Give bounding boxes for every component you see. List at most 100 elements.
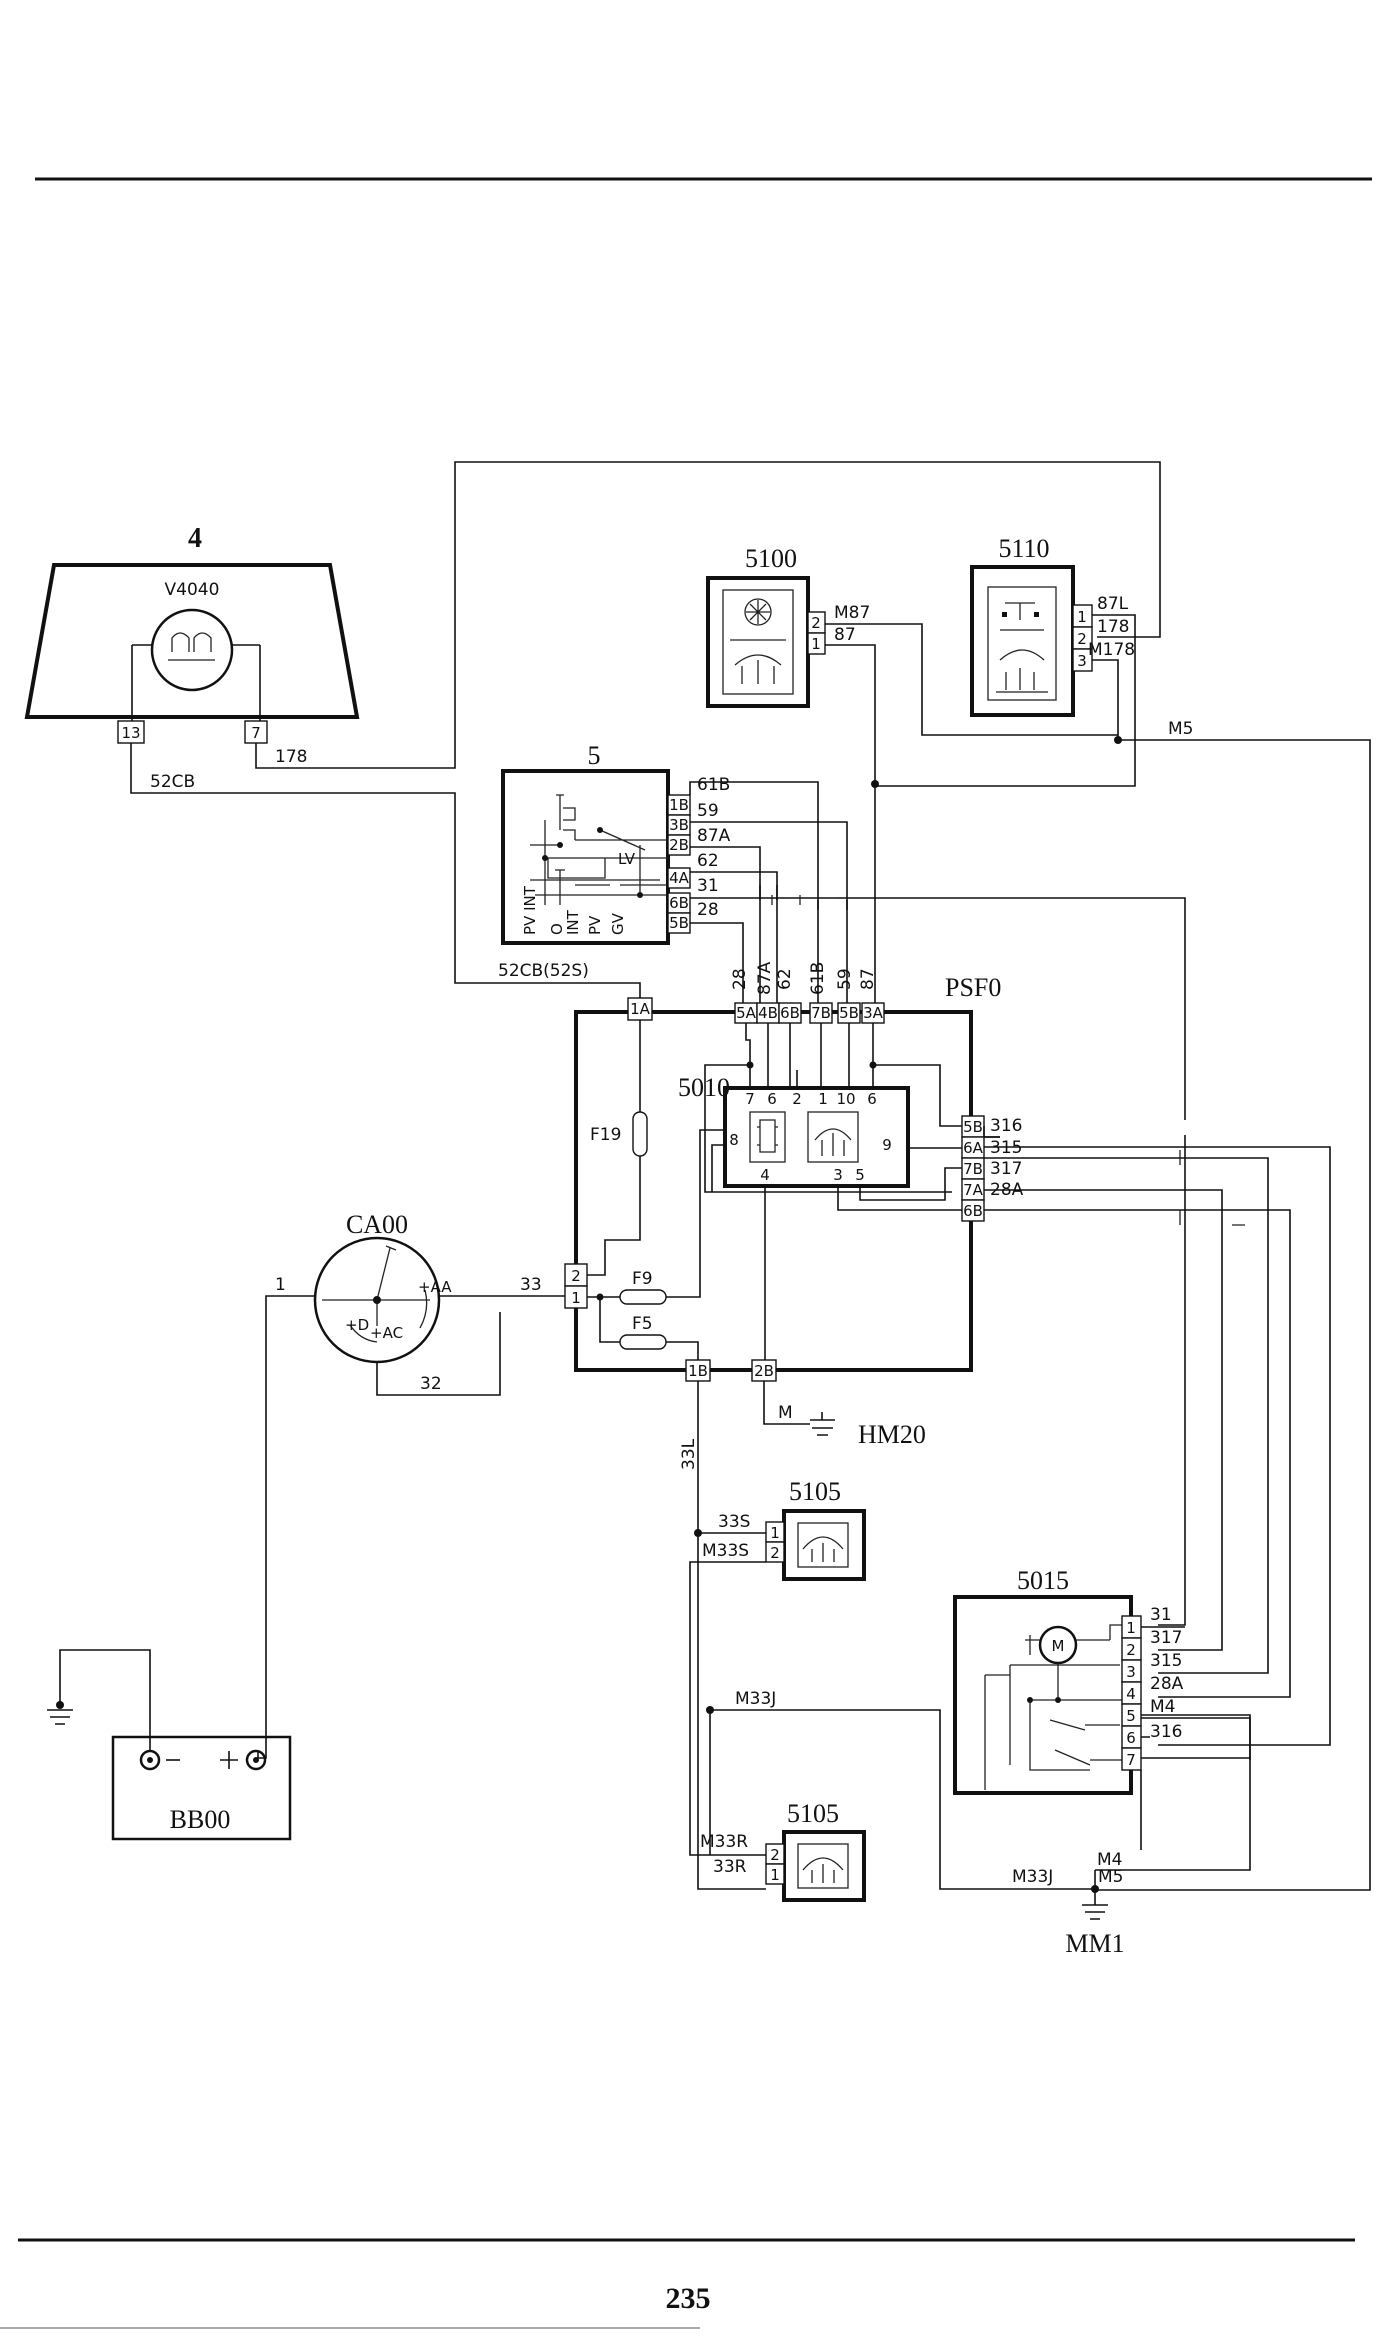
wire-1: 1 xyxy=(275,1275,286,1295)
5105a-pin-2: 2 xyxy=(770,1544,780,1562)
v4040-label: V4040 xyxy=(165,580,220,600)
component-5105-front: 5105 1 2 xyxy=(765,1477,866,1581)
vwire-59: 59 xyxy=(835,968,855,990)
5010-pin-1: 1 xyxy=(818,1090,828,1108)
component-5100: 5100 2 1 xyxy=(706,544,826,708)
5010-pin-6b: 6 xyxy=(867,1090,877,1108)
5110-pin-1: 1 xyxy=(1077,608,1087,626)
ground-battery-icon xyxy=(47,1701,73,1725)
vwire-61b: 61B xyxy=(808,962,828,995)
component-5-lv-label: LV xyxy=(618,850,636,868)
5015-wire-31: 31 xyxy=(1150,1605,1172,1625)
psf0-pin-2b: 2B xyxy=(754,1362,774,1380)
5010-pin-2: 2 xyxy=(792,1090,802,1108)
ca00-pin-aa: +AA xyxy=(418,1278,452,1296)
wire-m-hm20: M xyxy=(778,1403,793,1423)
psf0-pin-5a: 5A xyxy=(736,1004,757,1022)
wire-33: 33 xyxy=(520,1275,542,1295)
5015-pin-2: 2 xyxy=(1126,1641,1136,1659)
psf0-pin-5b-right: 5B xyxy=(963,1118,983,1136)
5105a-pin-1: 1 xyxy=(770,1524,780,1542)
wire-m87: M87 xyxy=(834,603,870,623)
component-5100-label: 5100 xyxy=(745,544,797,573)
page-number: 235 xyxy=(666,2282,711,2315)
ca00-pin-ac: +AC xyxy=(370,1324,403,1342)
5015-pin-5: 5 xyxy=(1126,1707,1136,1725)
component-bb00-battery: BB00 xyxy=(111,1735,292,1841)
vwire-87a: 87A xyxy=(755,961,775,995)
component-5105-rear: 5105 2 1 xyxy=(765,1799,866,1902)
component-4-label: 4 xyxy=(188,523,202,554)
wire-52cb: 52CB xyxy=(150,772,195,792)
wire-178-5110: 178 xyxy=(1097,617,1129,637)
ca00-pin-d: +D xyxy=(345,1316,369,1334)
wire-m5-bottom: M5 xyxy=(1098,1867,1123,1887)
psf0-pin-4b: 4B xyxy=(758,1004,778,1022)
fuse-f19: F19 xyxy=(590,1125,621,1145)
psf0-pin-7b: 7B xyxy=(811,1004,831,1022)
5010-pin-7: 7 xyxy=(745,1090,755,1108)
ca00-label: CA00 xyxy=(346,1210,408,1239)
psf0-pin-2: 2 xyxy=(571,1267,581,1285)
5015-pin-1: 1 xyxy=(1126,1619,1136,1637)
psf0-pin-7b-right: 7B xyxy=(963,1160,983,1178)
5015-pin-6: 6 xyxy=(1126,1729,1136,1747)
wire-178-top: 178 xyxy=(275,747,307,767)
component-5010-label: 5010 xyxy=(678,1073,730,1102)
psf0-pin-6b-right: 6B xyxy=(963,1202,983,1220)
component-5015-label: 5015 xyxy=(1017,1566,1069,1595)
5010-pin-4: 4 xyxy=(760,1166,770,1184)
5015-wire-316: 316 xyxy=(1150,1722,1182,1742)
5010-pin-9: 9 xyxy=(882,1136,892,1154)
wire-317: 317 xyxy=(990,1159,1022,1179)
component-5-switch: 5 LV PV INT O INT PV GV 1B 3B 2B 4A 6B 5… xyxy=(501,741,691,945)
component-5-pos-gv: GV xyxy=(609,912,627,935)
psf0-pin-1a: 1A xyxy=(630,1000,651,1018)
5015-wire-317: 317 xyxy=(1150,1628,1182,1648)
wire-m5-top: M5 xyxy=(1168,719,1193,739)
wire-315: 315 xyxy=(990,1138,1022,1158)
5-pin-5b: 5B xyxy=(669,914,689,932)
5010-pin-6a: 6 xyxy=(767,1090,777,1108)
5010-pin-5: 5 xyxy=(855,1166,865,1184)
mm1-label: MM1 xyxy=(1065,1929,1124,1958)
wire-m33j: M33J xyxy=(735,1689,776,1709)
wire-28: 28 xyxy=(697,900,719,920)
component-5-pos-o: O xyxy=(548,923,566,935)
5105b-pin-1: 1 xyxy=(770,1866,780,1884)
wire-m4-bottom: M4 xyxy=(1097,1850,1122,1870)
psf0-pin-1b: 1B xyxy=(688,1362,708,1380)
vwire-87: 87 xyxy=(858,968,878,990)
5-pin-6b: 6B xyxy=(669,894,689,912)
psf0-pin-7a: 7A xyxy=(963,1181,984,1199)
5015-pin-3: 3 xyxy=(1126,1663,1136,1681)
wire-61b: 61B xyxy=(697,775,730,795)
ground-mm1-icon xyxy=(1082,1904,1108,1920)
component-5015-wiper-motor: 5015 M 1 2 3 4 5 6 7 xyxy=(953,1566,1142,1795)
fuse-f5: F5 xyxy=(632,1314,653,1334)
vwire-62: 62 xyxy=(775,968,795,990)
5015-pin-7: 7 xyxy=(1126,1751,1136,1769)
wire-87l: 87L xyxy=(1097,594,1129,614)
5-pin-2b: 2B xyxy=(669,836,689,854)
5110-pin-2: 2 xyxy=(1077,630,1087,648)
component-5-pos-int: INT xyxy=(564,909,582,935)
psf0-label: PSF0 xyxy=(945,973,1001,1002)
wire-33r: 33R xyxy=(713,1857,747,1877)
wire-32: 32 xyxy=(420,1374,442,1394)
5100-pin-2: 2 xyxy=(811,614,821,632)
hm20-label: HM20 xyxy=(858,1420,926,1449)
wire-31: 31 xyxy=(697,876,719,896)
wire-m33r: M33R xyxy=(700,1832,748,1852)
fuse-f9: F9 xyxy=(632,1269,653,1289)
component-5-pos-pv: PV xyxy=(586,915,604,935)
wire-m33j-bottom: M33J xyxy=(1012,1867,1053,1887)
5015-wire-m4: M4 xyxy=(1150,1697,1175,1717)
wire-33s: 33S xyxy=(718,1512,750,1532)
wire-33l: 33L xyxy=(679,1438,699,1470)
component-ca00-ignition-switch: CA00 +AA +D +AC xyxy=(313,1210,452,1364)
component-5110: 5110 1 2 3 xyxy=(970,534,1093,717)
wire-316: 316 xyxy=(990,1116,1022,1136)
